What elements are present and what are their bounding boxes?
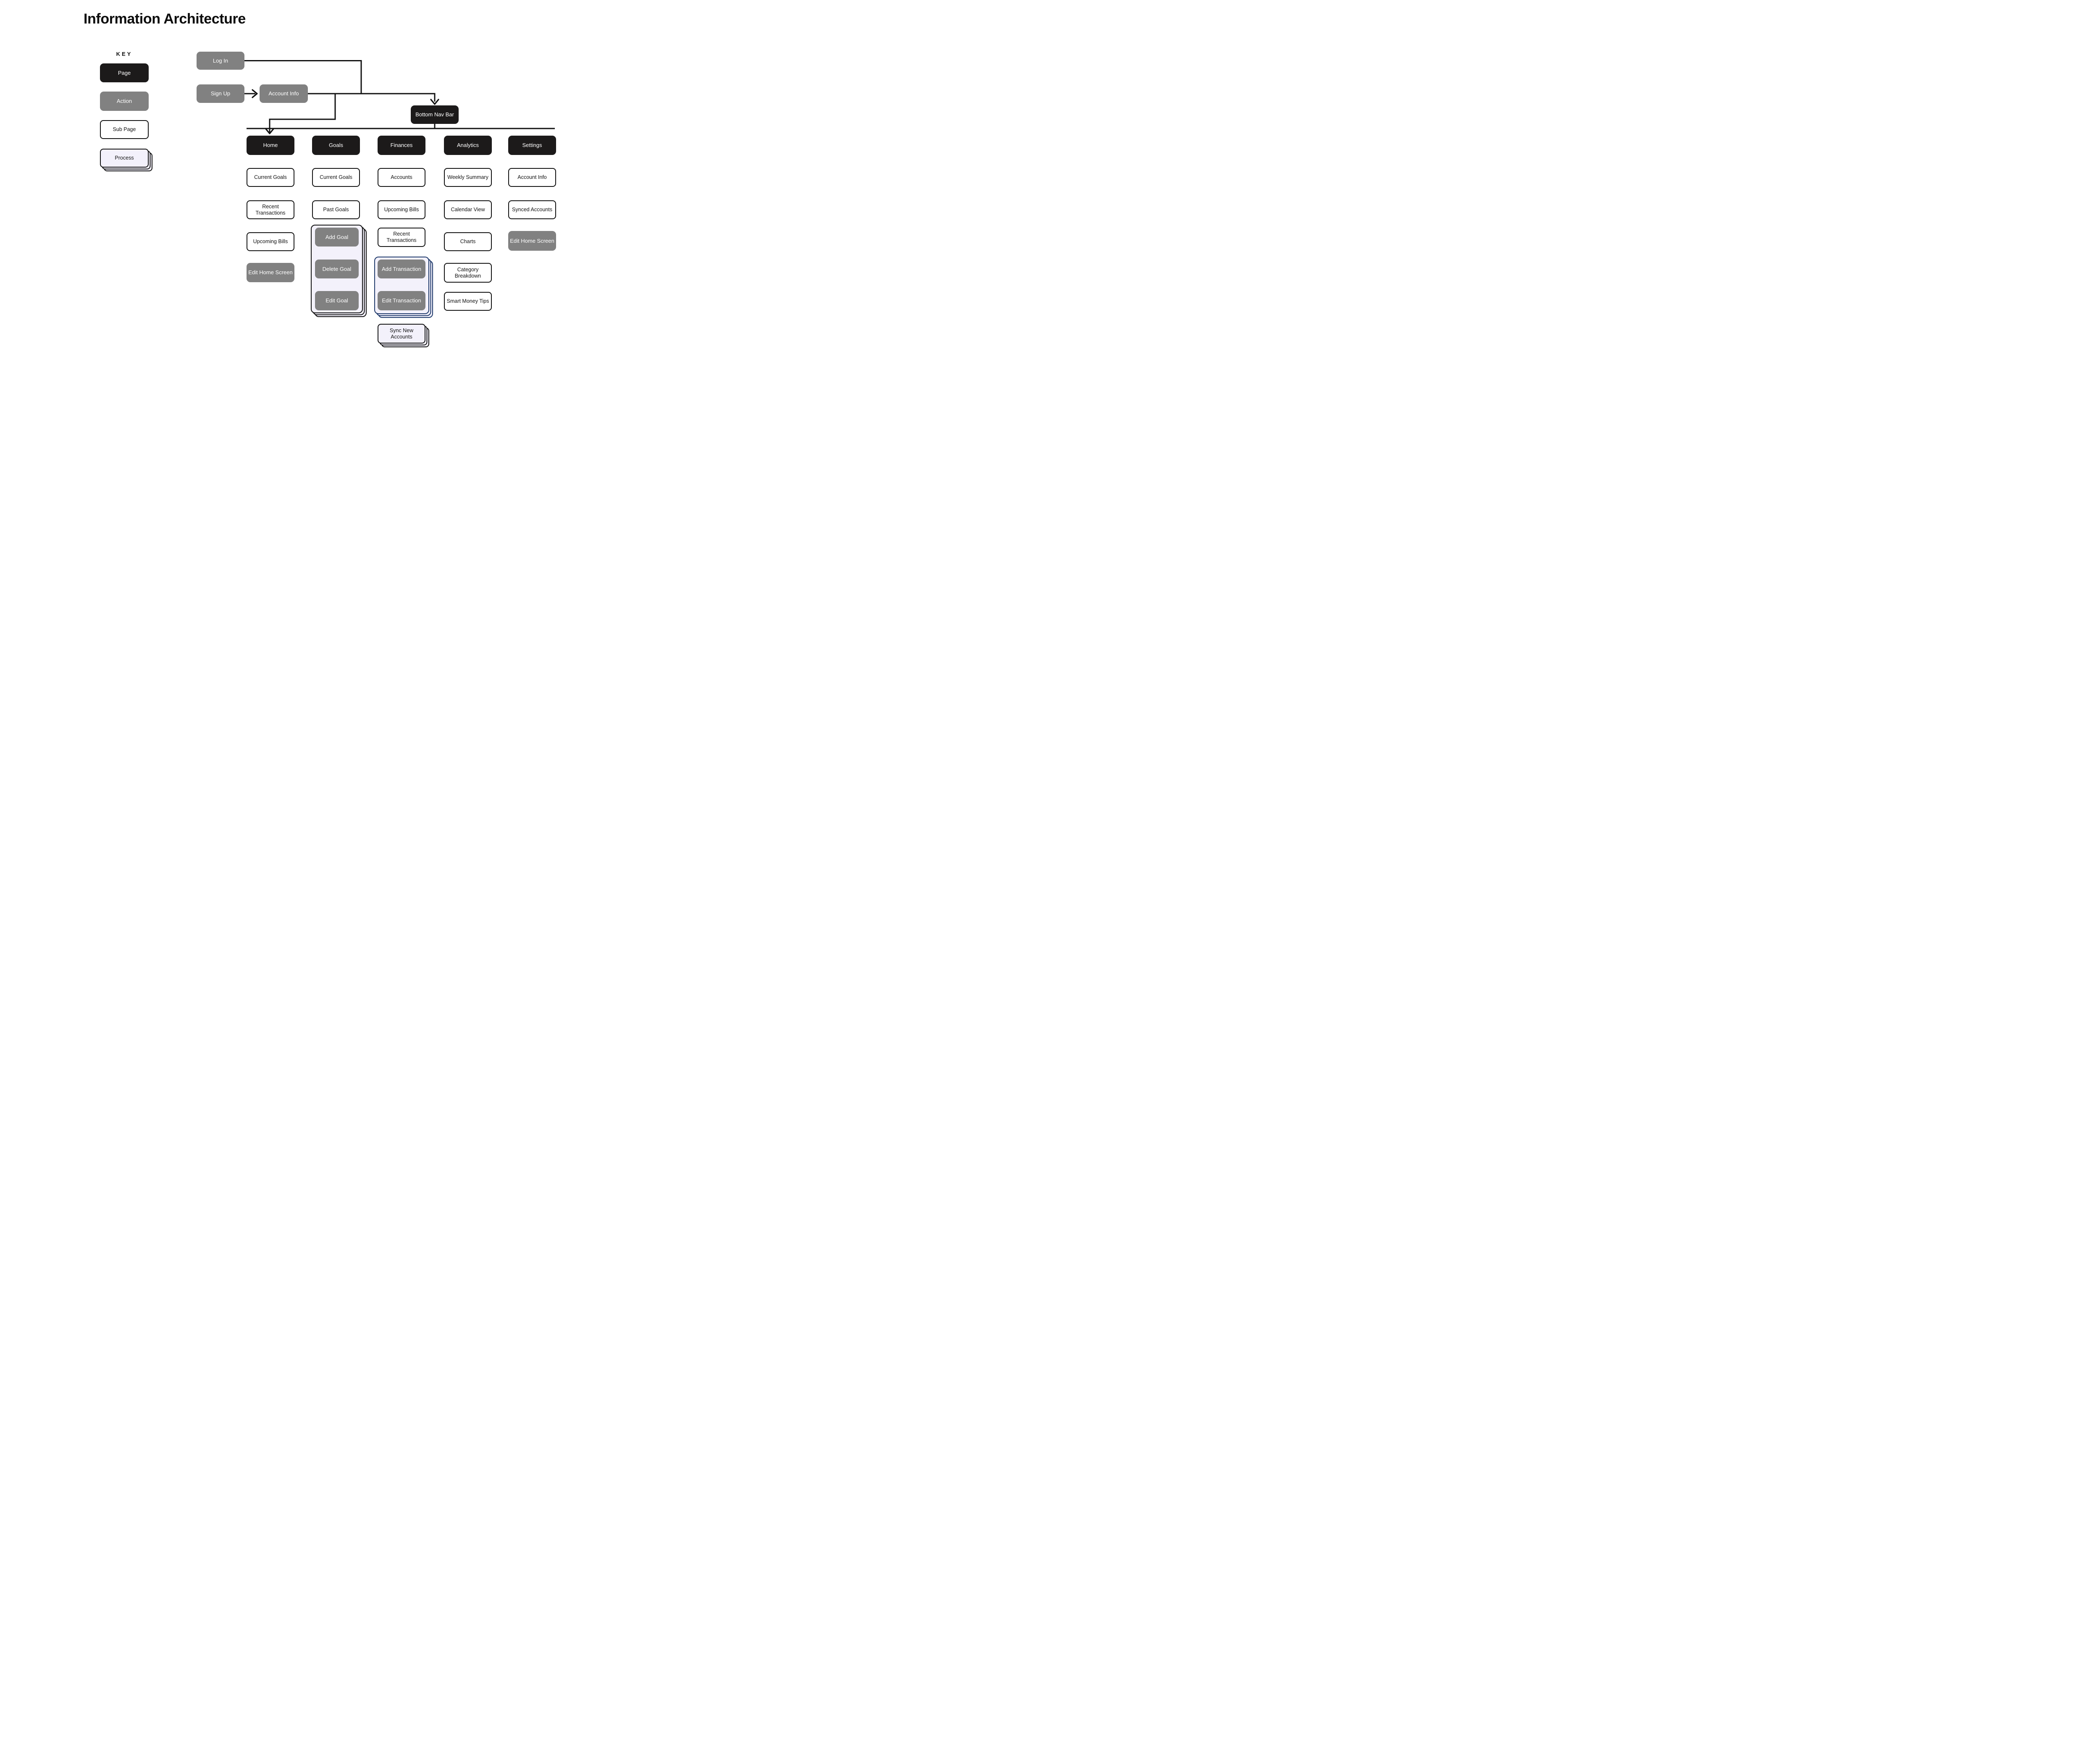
- action-edit-goal: Edit Goal: [315, 291, 359, 310]
- connector-junction-to-home: [269, 94, 336, 133]
- page-finances: Finances: [378, 136, 425, 155]
- subpage-finances-upcoming-bills: Upcoming Bills: [378, 200, 425, 219]
- page-home: Home: [247, 136, 294, 155]
- arrowhead-right-account-info-icon: [252, 89, 258, 98]
- subpage-analytics-category-breakdown: Category Breakdown: [444, 263, 492, 283]
- action-edit-transaction: Edit Transaction: [378, 291, 425, 310]
- connector-accountinfo-to-bottomnav: [308, 93, 436, 102]
- subpage-analytics-smart-money-tips: Smart Money Tips: [444, 292, 492, 311]
- subpage-settings-synced-accounts: Synced Accounts: [508, 200, 556, 219]
- subpage-analytics-charts: Charts: [444, 232, 492, 251]
- action-settings-edit-home-screen: Edit Home Screen: [508, 231, 556, 251]
- page-title: Information Architecture: [84, 11, 246, 27]
- page-analytics: Analytics: [444, 136, 492, 155]
- process-group-finances: Add Transaction Edit Transaction: [374, 257, 429, 314]
- key-page-swatch: Page: [100, 63, 149, 82]
- connector-login-to-junction: [244, 60, 362, 94]
- subpage-home-recent-transactions: Recent Transactions: [247, 200, 294, 219]
- subpage-finances-accounts: Accounts: [378, 168, 425, 187]
- action-account-info: Account Info: [260, 84, 308, 103]
- information-architecture-diagram: Information Architecture KEY Page Action…: [0, 0, 645, 349]
- subpage-settings-account-info: Account Info: [508, 168, 556, 187]
- process-sync-new-accounts: Sync New Accounts: [378, 324, 425, 344]
- flow-connectors: [244, 60, 555, 134]
- key-subpage-swatch: Sub Page: [100, 120, 149, 139]
- action-log-in: Log In: [197, 52, 244, 70]
- page-goals: Goals: [312, 136, 360, 155]
- subpage-analytics-calendar-view: Calendar View: [444, 200, 492, 219]
- subpage-home-current-goals: Current Goals: [247, 168, 294, 187]
- action-sign-up: Sign Up: [197, 84, 244, 103]
- process-group-goals: Add Goal Delete Goal Edit Goal: [311, 225, 363, 313]
- subpage-home-upcoming-bills: Upcoming Bills: [247, 232, 294, 251]
- subpage-analytics-weekly-summary: Weekly Summary: [444, 168, 492, 187]
- action-add-goal: Add Goal: [315, 228, 359, 247]
- action-add-transaction: Add Transaction: [378, 260, 425, 278]
- subpage-goals-current-goals: Current Goals: [312, 168, 360, 187]
- action-delete-goal: Delete Goal: [315, 260, 359, 278]
- subpage-finances-recent-transactions: Recent Transactions: [378, 228, 425, 247]
- arrowhead-down-bottom-nav-icon: [430, 99, 439, 105]
- key-heading: KEY: [116, 51, 133, 57]
- key-action-swatch: Action: [100, 92, 149, 111]
- key-process-swatch: Process: [100, 149, 149, 168]
- action-home-edit-home-screen: Edit Home Screen: [247, 263, 294, 282]
- subpage-goals-past-goals: Past Goals: [312, 200, 360, 219]
- page-bottom-nav-bar: Bottom Nav Bar: [411, 105, 459, 124]
- page-settings: Settings: [508, 136, 556, 155]
- arrowhead-down-home-icon: [265, 128, 274, 134]
